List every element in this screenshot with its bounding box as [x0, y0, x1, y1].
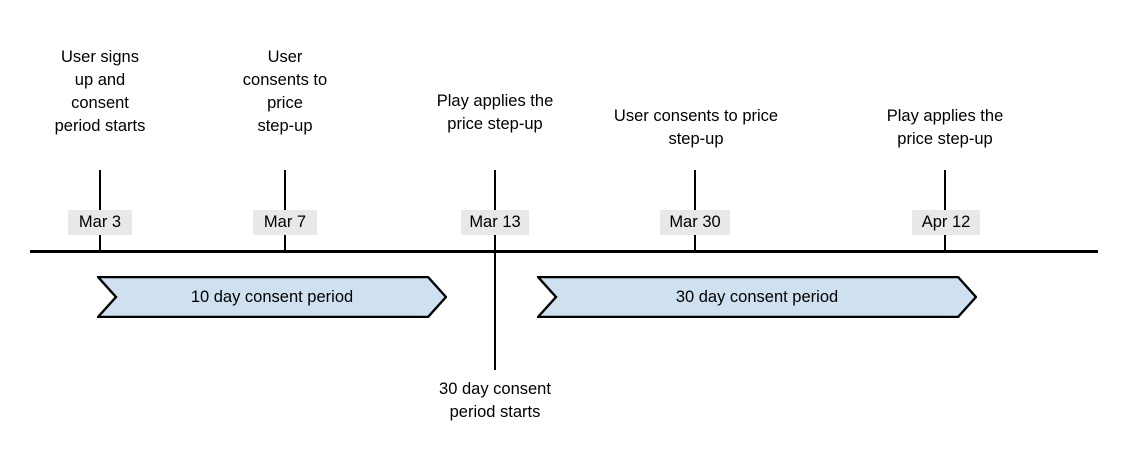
date-label-mar-3: Mar 3 [68, 210, 132, 235]
event-caption-mar-3: User signs up and consent period starts [54, 48, 146, 135]
date-label-mar-7: Mar 7 [253, 210, 317, 235]
event-caption-mar-13: Play applies the price step-up [436, 92, 554, 133]
chevron-shape-10-day [97, 276, 447, 318]
chevron-shape-30-day [537, 276, 977, 318]
event-caption-apr-12: Play applies the price step-up [886, 107, 1004, 148]
annotation-30-day-period-starts: 30 day consent period starts [439, 380, 551, 421]
event-caption-mar-7: User consents to price step-up [242, 48, 328, 135]
tick-line-mar-13-downward [494, 252, 496, 370]
event-caption-mar-30: User consents to price step-up [613, 107, 779, 148]
timeline-axis-line [30, 250, 1098, 253]
period-bar-30-day: 30 day consent period [537, 276, 977, 318]
date-label-apr-12: Apr 12 [912, 210, 980, 235]
date-label-mar-30: Mar 30 [660, 210, 730, 235]
date-label-mar-13: Mar 13 [461, 210, 529, 235]
period-bar-10-day: 10 day consent period [97, 276, 447, 318]
